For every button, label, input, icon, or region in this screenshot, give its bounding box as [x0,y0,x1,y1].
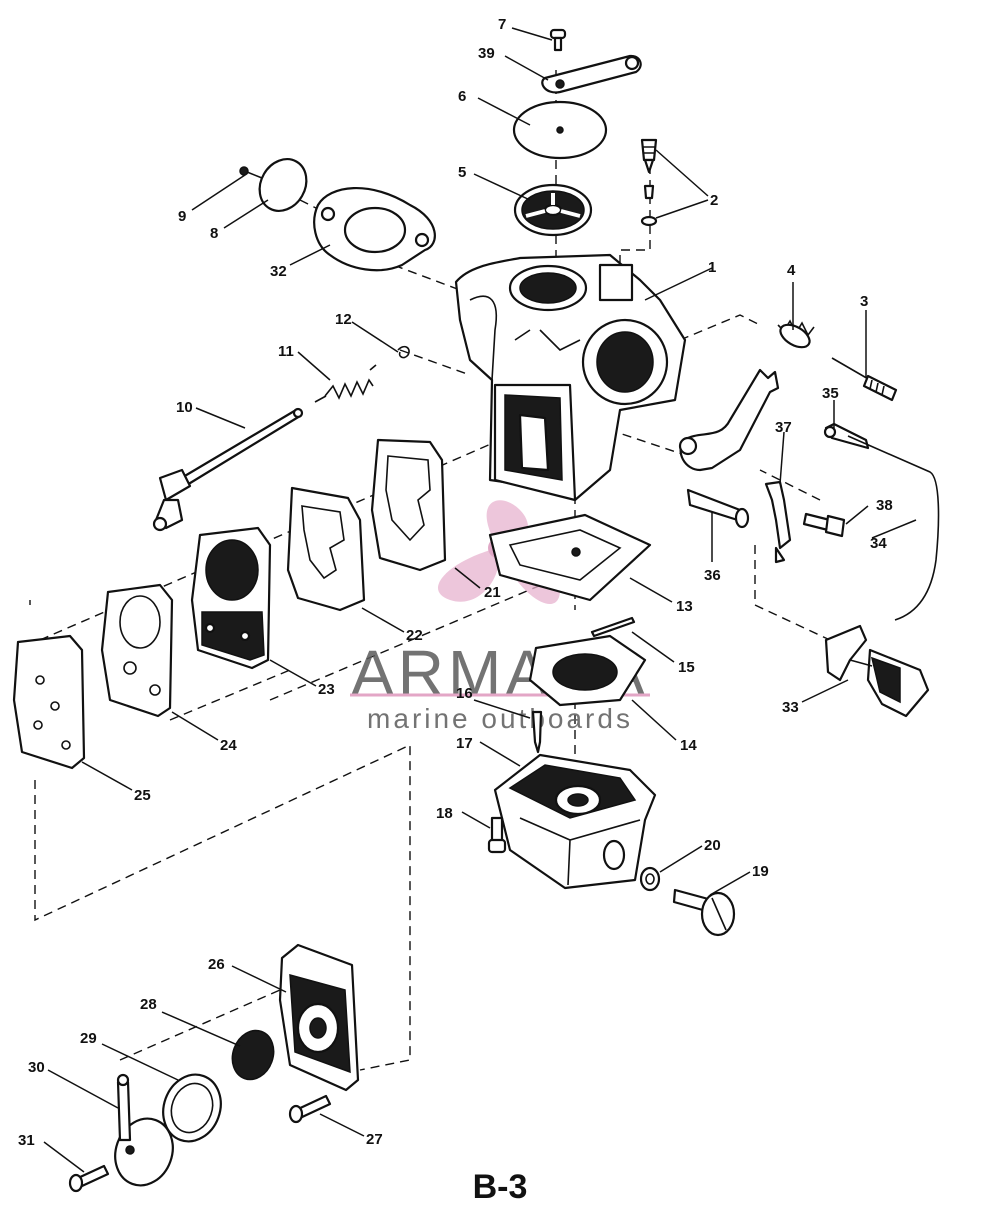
part-39-throttle-lever [541,54,642,94]
callout-26: 26 [208,956,225,973]
callout-21: 21 [484,584,501,601]
callout-8: 8 [210,225,218,242]
part-4-spring [777,319,815,349]
callout-3: 3 [860,293,868,310]
callout-33: 33 [782,699,799,716]
part-6-disc [512,100,608,160]
callout-13: 13 [676,598,693,615]
callout-labels: 7 39 6 5 2 1 4 3 9 8 32 12 11 10 35 37 3… [18,16,893,1149]
part-20-washer [639,866,661,892]
callout-16: 16 [456,685,473,702]
part-35-clip [823,422,870,450]
part-29-gasket-ring [162,1073,222,1143]
part-17-float-bowl [493,753,657,890]
part-14-float [528,634,647,707]
part-31-screw [68,1164,110,1193]
callout-15: 15 [678,659,695,676]
callout-22: 22 [406,627,423,644]
callout-12: 12 [335,311,352,328]
callout-35: 35 [822,385,839,402]
figure-label: B-3 [472,1168,528,1206]
part-32-flange-gasket [313,186,436,272]
callout-28: 28 [140,996,157,1013]
part-22-gasket [286,486,366,612]
callout-14: 14 [680,737,697,754]
callout-leader-lines [43,27,917,1173]
callout-39: 39 [478,45,495,62]
callout-17: 17 [456,735,473,752]
part-36-choke-bracket [678,368,780,529]
callout-4: 4 [787,262,796,279]
callout-23: 23 [318,681,335,698]
part-26-pump-cover [278,943,360,1092]
part-21-gasket [370,438,447,572]
part-11-spring [314,364,377,403]
callout-7: 7 [498,16,506,33]
part-1-carburetor-body [454,253,687,502]
part-34-choke-wire [847,435,940,621]
part-24-gasket [100,583,174,718]
callout-11: 11 [278,343,294,360]
callout-30: 30 [28,1059,45,1076]
callout-5: 5 [458,164,466,181]
callout-36: 36 [704,567,721,584]
part-16-needle-valve [531,710,543,754]
callout-27: 27 [366,1131,383,1148]
part-12-clip [397,345,410,359]
callout-20: 20 [704,837,721,854]
part-8-gasket-plate [258,158,308,212]
callout-2: 2 [710,192,718,209]
part-2-needle-set [640,138,658,227]
part-5-throttle-cover [513,183,593,237]
callout-38: 38 [876,497,893,514]
callout-1: 1 [708,259,716,276]
part-23-pump-body [190,526,272,670]
part-15-pin [590,616,636,638]
callout-31: 31 [18,1132,35,1149]
part-38-screw [802,512,846,538]
part-37-choke-lever [764,480,792,564]
part-30-fuel-fitting [114,1073,174,1187]
part-25-plate [12,634,86,770]
part-33-choke-knob [824,624,930,718]
callout-19: 19 [752,863,769,880]
callout-34: 34 [870,535,887,552]
callout-10: 10 [176,399,193,416]
callout-37: 37 [775,419,792,436]
callout-29: 29 [80,1030,97,1047]
part-28-screen [231,1029,275,1081]
callout-6: 6 [458,88,466,105]
part-10-throttle-shaft [152,407,304,532]
part-3-adjust-needle [831,357,898,402]
part-13-gasket [488,513,652,602]
part-18-screw [487,816,507,854]
callout-9: 9 [178,208,186,225]
callout-24: 24 [220,737,237,754]
callout-32: 32 [270,263,287,280]
callout-18: 18 [436,805,453,822]
part-27-screw [288,1094,332,1124]
part-7-screw [549,28,567,52]
part-19-drain-screw [672,888,736,937]
callout-25: 25 [134,787,151,804]
